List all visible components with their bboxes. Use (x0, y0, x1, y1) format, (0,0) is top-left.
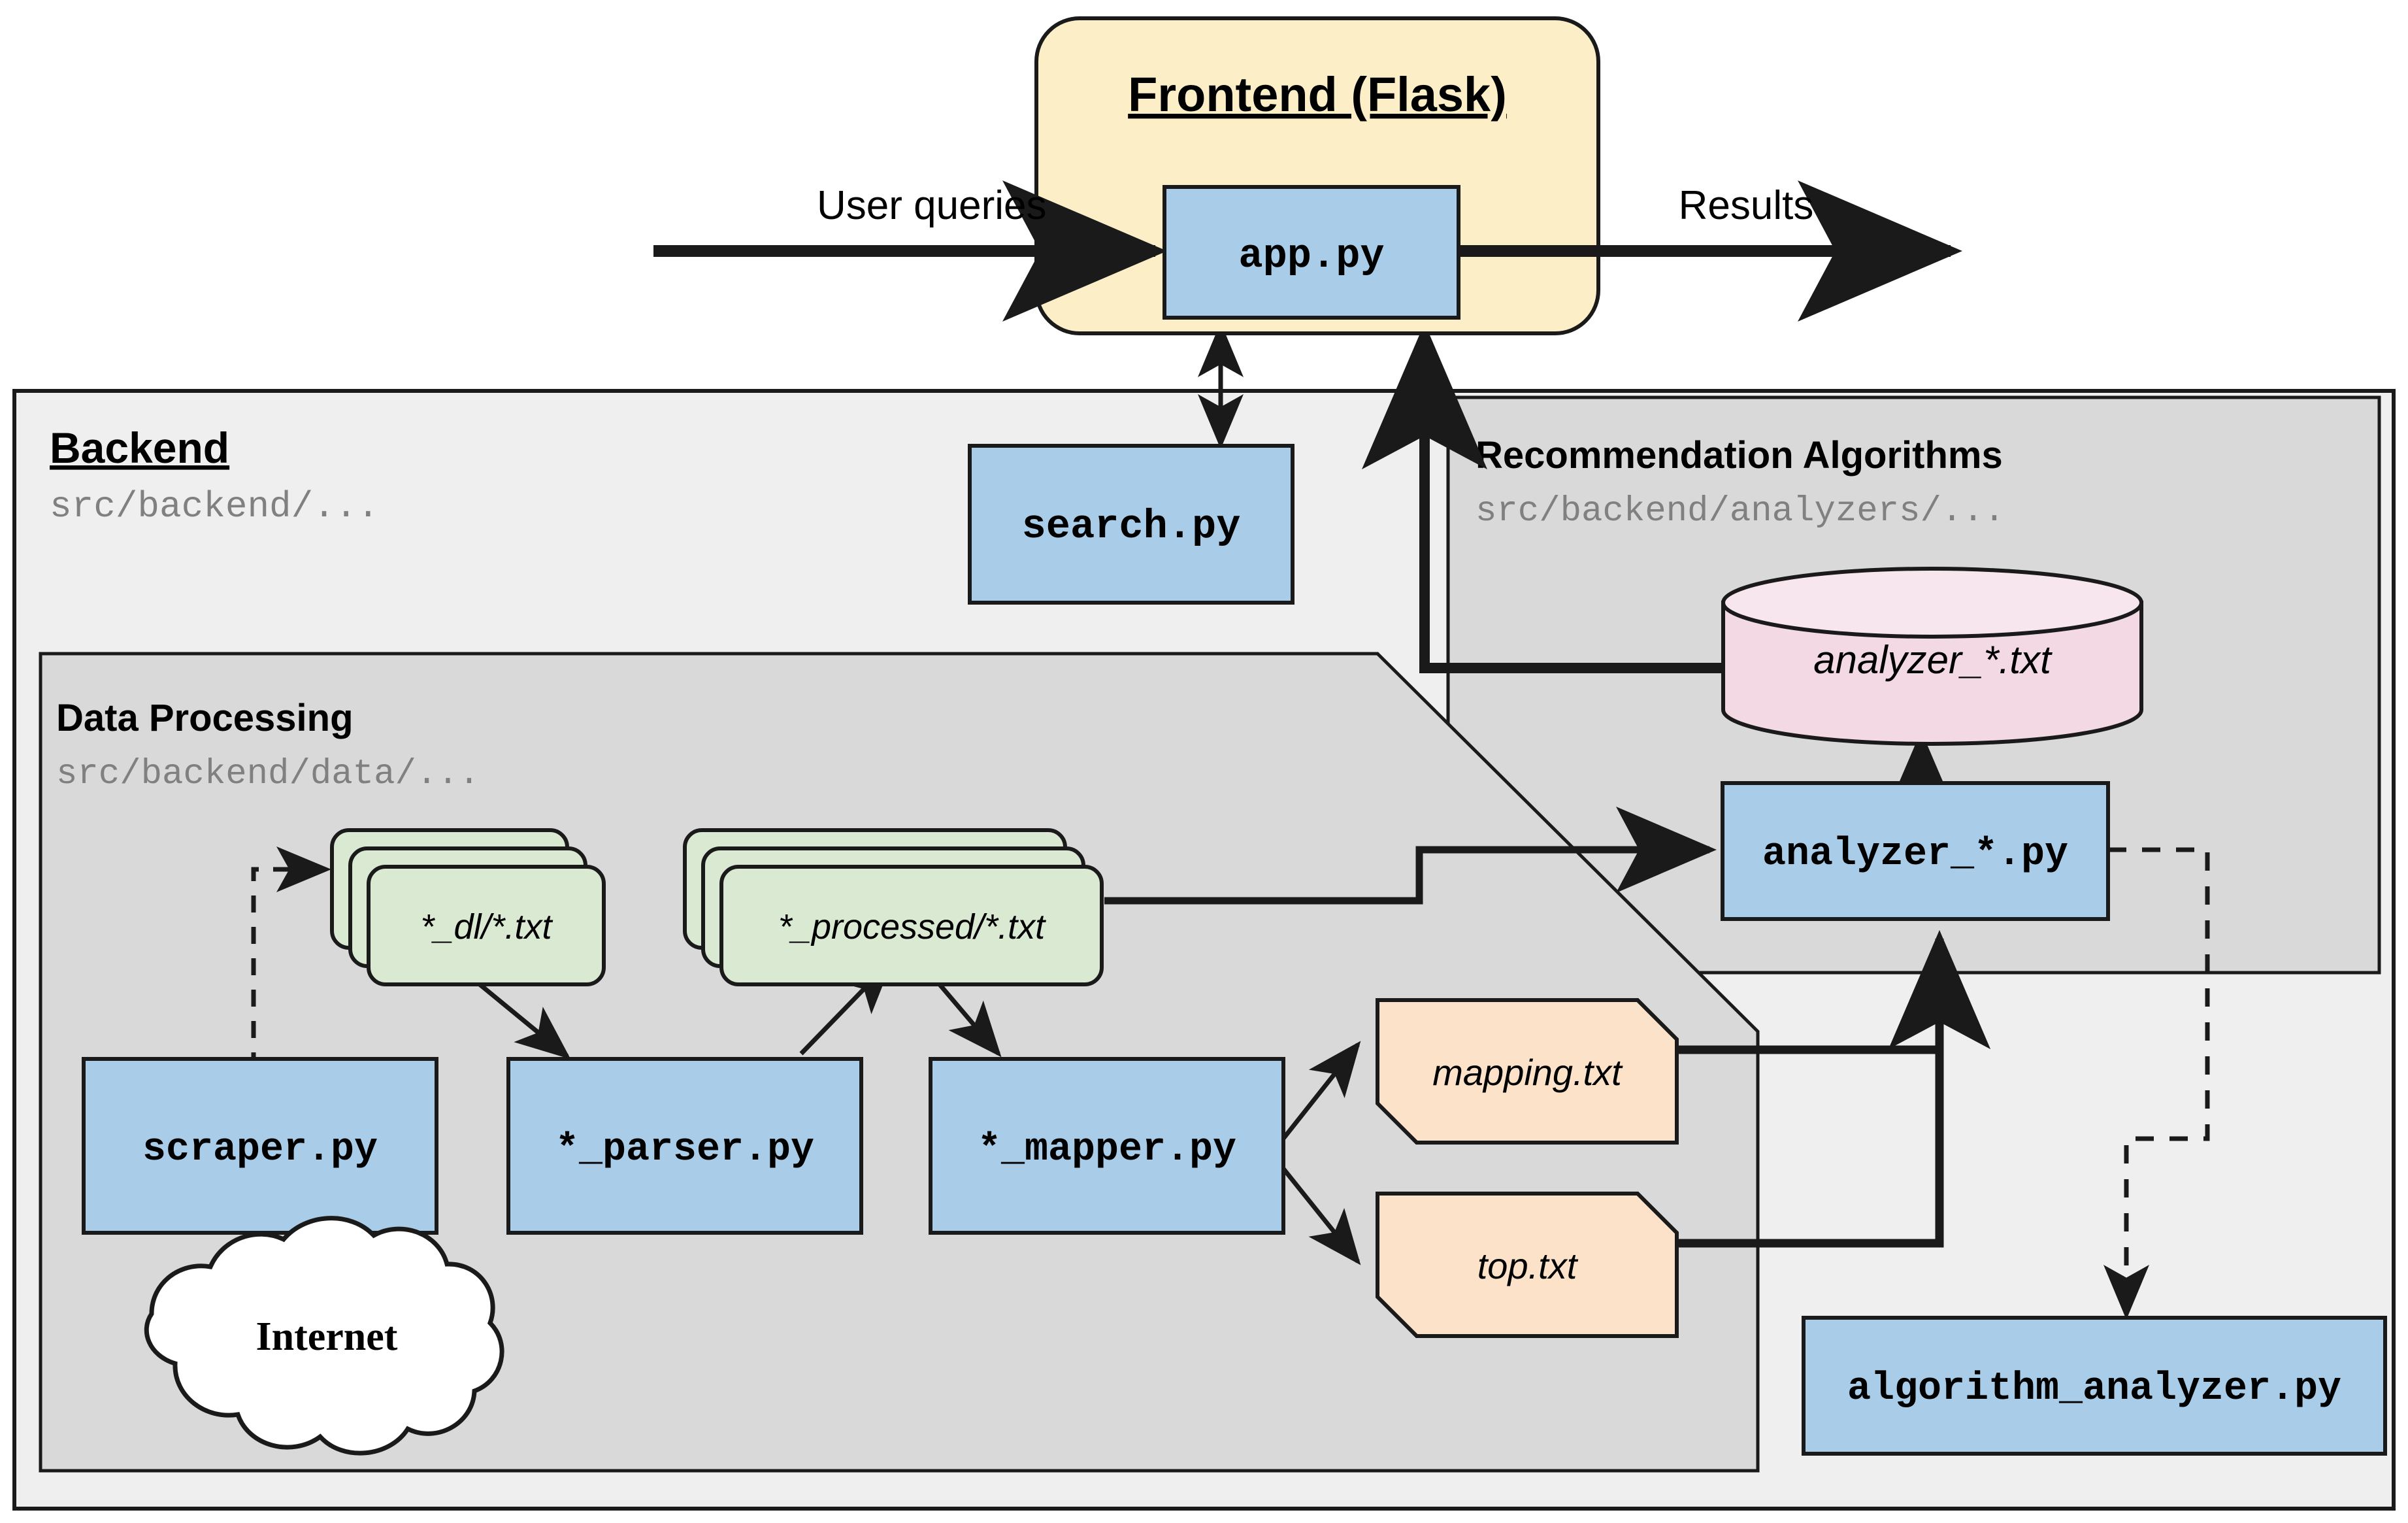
dataproc-title: Data Processing (56, 697, 354, 739)
node-analyzer-txt-datastore[interactable]: analyzer_*.txt (1721, 567, 2143, 746)
node-mapping-txt-label: mapping.txt (1432, 1052, 1623, 1093)
backend-path: src/backend/... (50, 486, 379, 527)
node-internet-cloud[interactable]: Internet (144, 1216, 504, 1456)
edge-userqueries-app: User queries (653, 180, 1167, 322)
node-analyzer-py[interactable]: analyzer_*.py (1721, 781, 2110, 921)
node-internet-label: Internet (256, 1314, 398, 1359)
node-dl-txt-label: *_dl/*.txt (420, 907, 553, 946)
node-app-py[interactable]: app.py (1163, 185, 1460, 320)
edge-app-results: Results (1459, 180, 1962, 322)
recalgo-title: Recommendation Algorithms (1476, 434, 2003, 477)
node-algorithm-analyzer-py[interactable]: algorithm_analyzer.py (1802, 1316, 2387, 1456)
node-app-py-label: app.py (1238, 233, 1384, 279)
recalgo-path: src/backend/analyzers/... (1476, 492, 2005, 531)
edge-internet-scraper-dl (251, 846, 331, 1320)
dataproc-path: src/backend/data/... (56, 754, 480, 794)
node-mapper-py-label: *_mapper.py (978, 1128, 1236, 1172)
node-analyzer-py-label: analyzer_*.py (1762, 832, 2068, 877)
node-parser-py[interactable]: *_parser.py (506, 1057, 863, 1235)
node-processed-txt-documents[interactable]: *_processed/*.txt (683, 828, 1104, 986)
node-mapper-py[interactable]: *_mapper.py (929, 1057, 1285, 1235)
node-mapping-txt-artifact[interactable]: mapping.txt (1376, 998, 1679, 1145)
node-algorithm-analyzer-py-label: algorithm_analyzer.py (1847, 1367, 2341, 1411)
backend-title: Backend (50, 424, 229, 472)
node-processed-txt-label: *_processed/*.txt (778, 907, 1046, 946)
edge-top-analyzer (1672, 930, 1990, 1248)
edge-mapper-top (1271, 1154, 1361, 1265)
edge-analyzertxt-to-app (1362, 323, 1723, 673)
edge-mapper-mapping (1271, 1041, 1361, 1154)
node-search-py[interactable]: search.py (968, 444, 1295, 605)
edge-processed-analyzer (1104, 807, 1717, 905)
edge-analyzer-algorithmanalyzer (2103, 847, 2210, 1320)
node-top-txt-label: top.txt (1477, 1245, 1579, 1286)
node-scraper-py[interactable]: scraper.py (82, 1057, 438, 1235)
node-scraper-py-label: scraper.py (142, 1128, 378, 1172)
node-analyzer-txt-label: analyzer_*.txt (1813, 638, 2053, 682)
frontend-title: Frontend (Flask) (1128, 67, 1507, 122)
node-top-txt-artifact[interactable]: top.txt (1376, 1192, 1679, 1338)
label-user-queries: User queries (817, 183, 1046, 228)
node-search-py-label: search.py (1022, 503, 1241, 550)
node-dl-txt-documents[interactable]: *_dl/*.txt (330, 828, 606, 986)
node-parser-py-label: *_parser.py (555, 1128, 814, 1172)
label-results: Results (1679, 183, 1814, 228)
